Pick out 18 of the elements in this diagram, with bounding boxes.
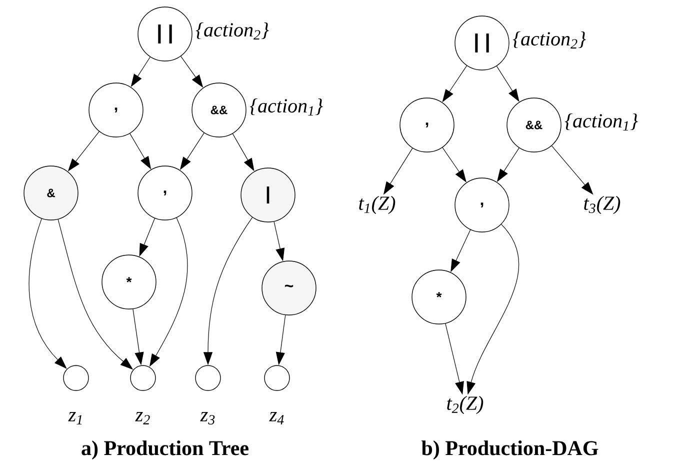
leaf-circle xyxy=(63,365,89,391)
action-label: {action$_{2}$} xyxy=(196,22,269,40)
leaf-label: z$_{1}$ xyxy=(68,412,82,424)
leaf-circle xyxy=(264,365,290,391)
leaf-label: z$_{2}$ xyxy=(135,412,150,424)
caption: a) Production Tree xyxy=(82,440,248,460)
action-label: {action$_{2}$} xyxy=(512,32,586,48)
leaf-circle xyxy=(195,365,221,391)
action-label: {action$_{1}$} xyxy=(564,114,638,130)
term-label: t$_{3}$(Z) xyxy=(584,196,620,214)
caption: b) Production-DAG xyxy=(422,440,598,460)
leaf-circle xyxy=(130,365,156,391)
term-label: t$_{1}$(Z) xyxy=(359,196,396,214)
arrow xyxy=(28,218,67,369)
leaf-label: z$_{4}$ xyxy=(269,412,284,424)
action-label: {action$_{1}$} xyxy=(250,98,323,116)
leaf-label: z$_{3}$ xyxy=(200,412,215,424)
term-label: t$_{2}$(Z) xyxy=(447,396,484,414)
